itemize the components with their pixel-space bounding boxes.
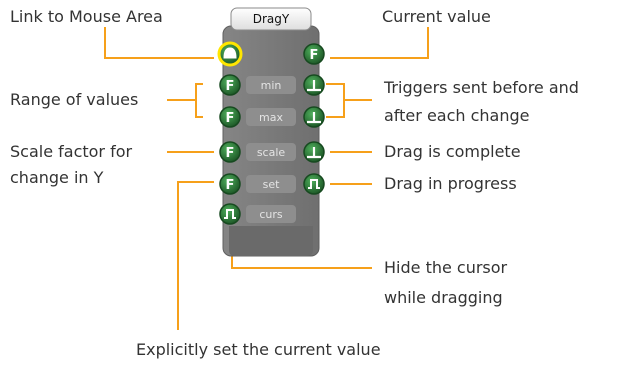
explicit-set-line: [177, 181, 214, 330]
port-label-curs-box: curs: [246, 205, 296, 223]
link-mouse-area-line: [104, 27, 214, 59]
drag-complete-output-port[interactable]: [303, 141, 325, 163]
pulse-icon: [224, 209, 236, 219]
min-input-port[interactable]: F: [219, 74, 241, 96]
scale-factor-label-line2: change in Y: [10, 168, 104, 187]
drag-progress-label: Drag in progress: [384, 174, 517, 193]
scale-input-port[interactable]: F: [219, 141, 241, 163]
trigger-before-output-port[interactable]: [303, 74, 325, 96]
trigger-icon: [307, 80, 321, 92]
port-label-set: set: [263, 178, 280, 191]
hide-cursor-label-line2: while dragging: [384, 288, 503, 307]
max-input-port[interactable]: F: [219, 106, 241, 128]
drag-complete-label: Drag is complete: [384, 142, 521, 161]
current-value-line: [330, 27, 429, 59]
trigger-after-output-port[interactable]: [303, 106, 325, 128]
float-icon: F: [226, 146, 235, 161]
range-bracket-line: [167, 83, 203, 118]
curs-input-port[interactable]: [219, 203, 241, 225]
float-icon: F: [226, 111, 235, 126]
pulse-icon: [308, 179, 320, 189]
module-title-tab[interactable]: DragY: [230, 7, 312, 31]
mouse-area-link-port[interactable]: [217, 41, 243, 67]
port-label-max-box: max: [246, 108, 296, 126]
port-label-scale: scale: [257, 146, 286, 159]
module-title: DragY: [253, 12, 290, 26]
link-mouse-area-label: Link to Mouse Area: [10, 7, 163, 26]
drag-progress-output-port[interactable]: [303, 173, 325, 195]
range-of-values-label: Range of values: [10, 90, 139, 109]
current-value-label: Current value: [382, 7, 491, 26]
triggers-label-line2: after each change: [384, 106, 530, 125]
float-icon: F: [310, 48, 319, 63]
hide-cursor-label-line1: Hide the cursor: [384, 258, 508, 277]
scale-factor-label-line1: Scale factor for: [10, 142, 133, 161]
triggers-bracket-line: [326, 83, 372, 118]
explicit-set-label: Explicitly set the current value: [136, 340, 381, 359]
port-label-scale-box: scale: [246, 143, 296, 161]
port-label-set-box: set: [246, 175, 296, 193]
trigger-icon: [307, 147, 321, 159]
float-icon: F: [226, 79, 235, 94]
trigger-icon: [307, 112, 321, 124]
port-label-max: max: [259, 111, 283, 124]
set-input-port[interactable]: F: [219, 173, 241, 195]
triggers-label-line1: Triggers sent before and: [384, 78, 579, 97]
link-dome-icon: [223, 47, 237, 59]
current-value-output-port[interactable]: F: [303, 43, 325, 65]
port-label-min: min: [261, 79, 282, 92]
port-label-curs: curs: [259, 208, 283, 221]
float-icon: F: [226, 178, 235, 193]
port-label-min-box: min: [246, 76, 296, 94]
